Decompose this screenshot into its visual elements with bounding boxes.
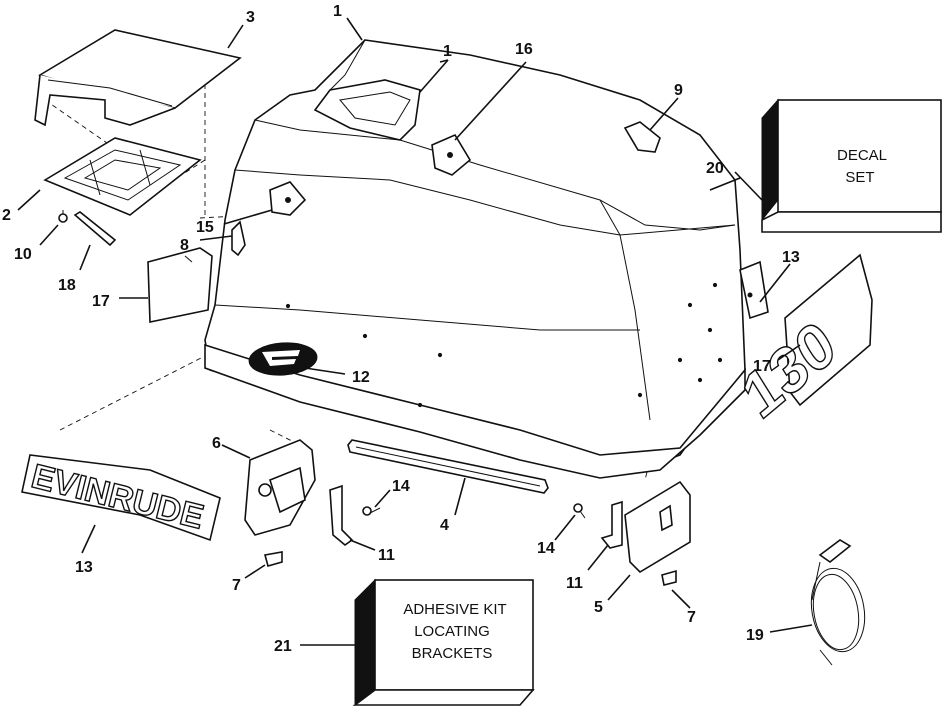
callout-numbers: 1 1 3 16 9 20 2 10 15 8 18 17 13 17 12 6…	[2, 3, 800, 655]
callout-11-left: 11	[378, 547, 395, 564]
part-9-latch	[623, 121, 661, 153]
part-4-rail	[347, 439, 549, 494]
callout-6: 6	[212, 435, 221, 452]
part-10-fastener	[58, 210, 68, 223]
adhesive-box-line1: ADHESIVE KIT	[403, 601, 506, 618]
callout-16: 16	[515, 41, 533, 58]
callout-13-left: 13	[75, 559, 93, 576]
callout-3: 3	[246, 9, 255, 26]
callout-8: 8	[180, 237, 189, 254]
leader-lines	[17, 17, 813, 646]
callout-1b: 1	[443, 43, 452, 60]
part-20-decal-set-box: DECAL SET	[761, 98, 942, 233]
decal-box-line1: DECAL	[837, 147, 887, 164]
part-14-screw-right	[573, 503, 586, 519]
callout-20: 20	[706, 160, 724, 177]
part-19-sensor-cable	[810, 539, 866, 666]
adhesive-box-line2: LOCATING	[414, 623, 490, 640]
callout-13-right: 13	[782, 249, 800, 266]
callout-15: 15	[196, 219, 214, 236]
callout-14-right: 14	[537, 540, 555, 557]
part-6-bracket	[244, 439, 316, 536]
callout-21: 21	[274, 638, 292, 655]
part-17-plate-left	[147, 247, 213, 323]
part-16-plate	[431, 133, 472, 176]
adhesive-box-line3: BRACKETS	[412, 645, 493, 662]
part-2-gasket	[43, 137, 202, 216]
part-1-engine-cowl	[204, 39, 746, 479]
part-5-plate	[624, 480, 691, 574]
callout-7-left: 7	[232, 577, 241, 594]
callout-1: 1	[333, 3, 342, 20]
callout-2: 2	[2, 207, 11, 224]
callout-17-left: 17	[92, 293, 110, 310]
callout-9: 9	[674, 82, 683, 99]
part-13-logo-decal: EVINRUDE	[21, 454, 221, 542]
part-3-hood-cover	[34, 29, 242, 127]
part-8-bracket	[231, 220, 246, 257]
decal-box-line2: SET	[845, 169, 874, 186]
callout-14-left: 14	[392, 478, 410, 495]
part-15-plate	[269, 181, 307, 216]
callout-4: 4	[440, 517, 449, 534]
part-18-strip	[73, 211, 117, 247]
callout-12: 12	[352, 369, 370, 386]
callout-5: 5	[594, 599, 603, 616]
callout-7-right: 7	[687, 609, 696, 626]
callout-17-right: 17	[753, 358, 771, 375]
part-12-emblem	[248, 342, 318, 376]
part-7-grommet-right	[661, 569, 677, 586]
callout-11-right: 11	[566, 575, 583, 592]
part-11-bracket-left	[329, 484, 354, 547]
callout-10: 10	[14, 246, 32, 263]
part-21-adhesive-kit-box: ADHESIVE KIT LOCATING BRACKETS	[352, 578, 535, 706]
callout-19: 19	[746, 627, 764, 644]
callout-18: 18	[58, 277, 76, 294]
part-13-plate-right	[739, 260, 769, 320]
part-14-screw-left	[362, 506, 381, 516]
part-7-grommet-left	[263, 551, 283, 567]
part-11-bracket-right	[600, 500, 623, 549]
